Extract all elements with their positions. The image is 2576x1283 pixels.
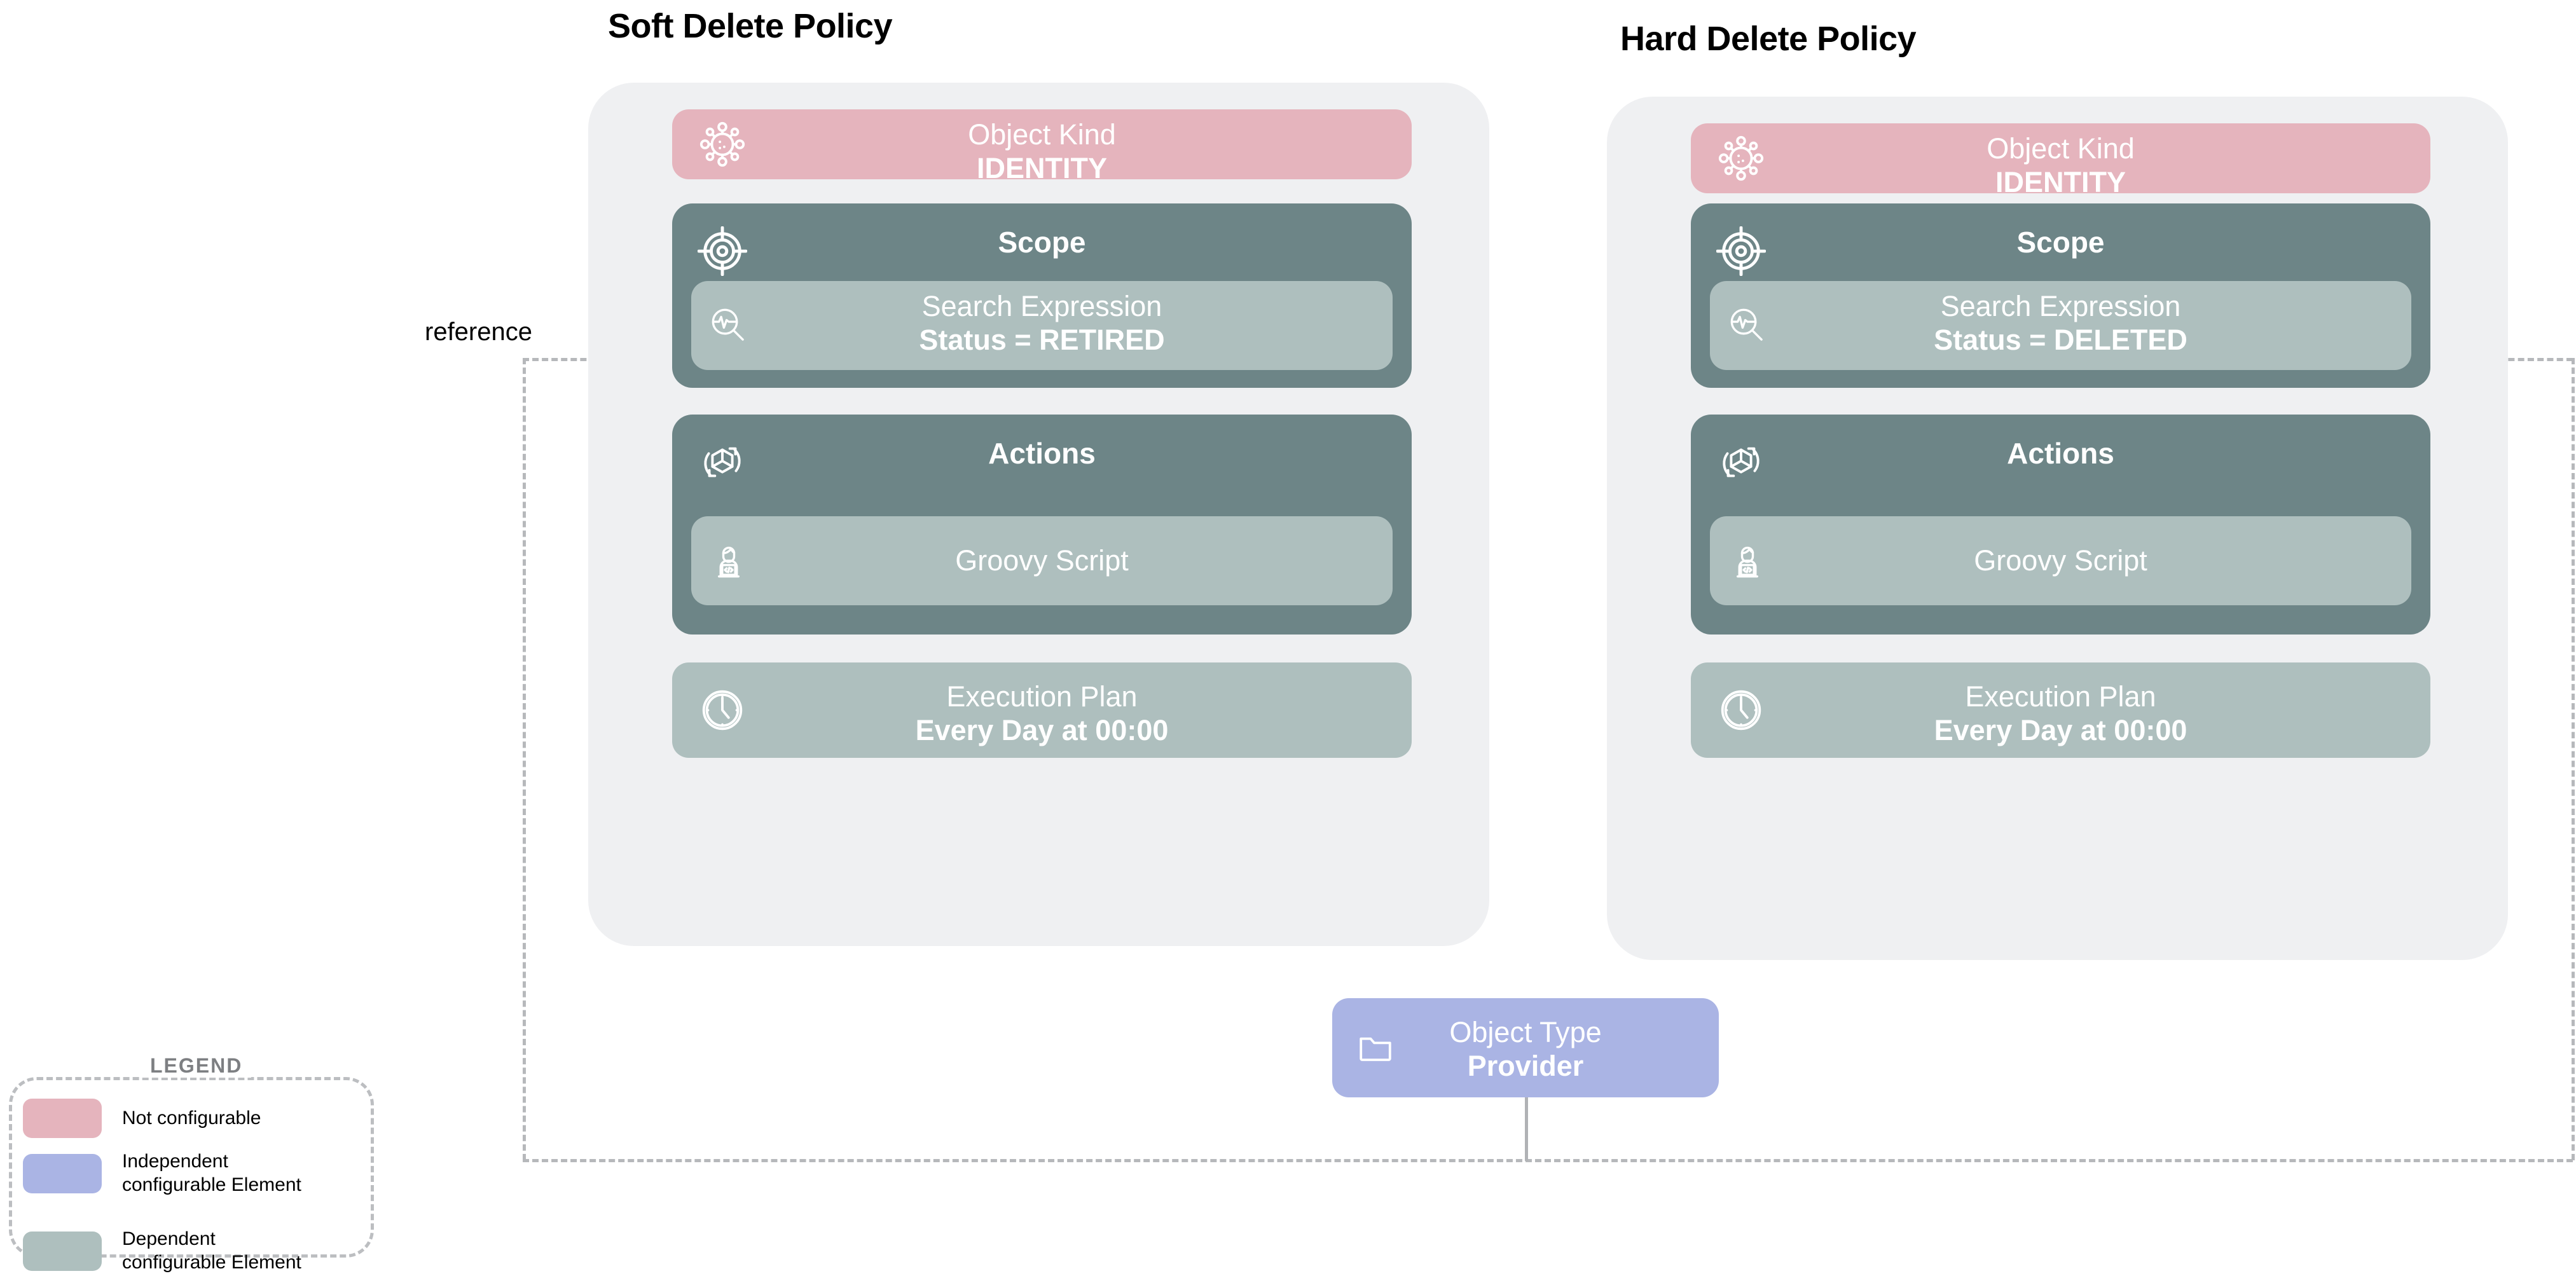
reference-line-right-vertical	[2572, 358, 2575, 1160]
scope-card-soft[interactable]: Scope Search Expression Status = RETIRED	[672, 203, 1412, 388]
reference-edge-label: reference	[425, 318, 532, 346]
execution-plan-value: Every Day at 00:00	[915, 713, 1169, 746]
policy-title-hard-delete: Hard Delete Policy	[1620, 20, 1917, 58]
policy-title-soft-delete: Soft Delete Policy	[608, 7, 893, 45]
object-kind-icon	[699, 121, 745, 167]
clock-icon	[702, 690, 743, 731]
search-pulse-icon	[712, 308, 744, 341]
cube-refresh-icon	[704, 447, 741, 477]
clock-icon	[1721, 690, 1761, 731]
reference-line-left-vertical	[523, 358, 526, 1160]
execution-plan-card-soft[interactable]: Execution Plan Every Day at 00:00	[672, 662, 1412, 758]
legend-label-not-configurable: Not configurable	[122, 1107, 261, 1129]
target-icon	[1716, 226, 1766, 276]
legend-label-dependent: Dependent configurable Element	[122, 1228, 301, 1273]
scope-heading: Scope	[2016, 226, 2105, 259]
search-expression-label: Search Expression	[921, 290, 1162, 322]
object-type-card[interactable]: Object Type Provider	[1332, 998, 1719, 1097]
developer-icon	[718, 546, 740, 578]
folder-icon	[1360, 1037, 1391, 1061]
object-type-connector-line	[1525, 1097, 1528, 1161]
cube-refresh-icon	[1723, 447, 1760, 477]
execution-plan-label: Execution Plan	[1965, 680, 2156, 713]
object-type-label: Object Type	[1449, 1016, 1602, 1048]
actions-card-hard[interactable]: Actions Groovy Script	[1691, 415, 2430, 635]
groovy-script-label: Groovy Script	[955, 544, 1129, 577]
actions-heading: Actions	[988, 437, 1096, 470]
legend-swatch-dependent	[23, 1231, 102, 1271]
search-pulse-icon	[1730, 308, 1763, 341]
target-icon	[698, 226, 747, 276]
object-kind-label: Object Kind	[1987, 132, 2135, 165]
developer-icon	[1737, 546, 1758, 578]
object-kind-label: Object Kind	[968, 118, 1116, 151]
execution-plan-value: Every Day at 00:00	[1934, 713, 2187, 746]
execution-plan-label: Execution Plan	[946, 680, 1138, 713]
object-type-value: Provider	[1467, 1049, 1584, 1082]
policy-panel-hard-delete: Object Kind IDENTITY Scope Search Expres…	[1607, 97, 2508, 960]
search-expression-value: Status = DELETED	[1934, 323, 2187, 356]
object-kind-icon	[1718, 135, 1764, 181]
legend-box	[9, 1077, 374, 1258]
search-expression-value: Status = RETIRED	[919, 323, 1165, 356]
legend-swatch-independent	[23, 1153, 102, 1193]
object-kind-value: IDENTITY	[976, 151, 1107, 184]
legend-item-not-configurable: Not configurable	[23, 1099, 261, 1138]
legend-item-independent: Independent configurable Element	[23, 1150, 301, 1197]
legend-item-dependent: Dependent configurable Element	[23, 1228, 301, 1274]
search-expression-card-soft[interactable]: Search Expression Status = RETIRED	[691, 281, 1393, 370]
search-expression-card-hard[interactable]: Search Expression Status = DELETED	[1710, 281, 2411, 370]
actions-card-soft[interactable]: Actions Groovy Script	[672, 415, 1412, 635]
object-kind-card-soft[interactable]: Object Kind IDENTITY	[672, 109, 1412, 184]
actions-heading: Actions	[2007, 437, 2114, 470]
legend-title: LEGEND	[141, 1054, 252, 1078]
groovy-script-card-hard[interactable]: Groovy Script	[1710, 516, 2411, 605]
object-kind-card-hard[interactable]: Object Kind IDENTITY	[1691, 123, 2430, 198]
groovy-script-card-soft[interactable]: Groovy Script	[691, 516, 1393, 605]
scope-heading: Scope	[998, 226, 1086, 259]
scope-card-hard[interactable]: Scope Search Expression Status = DELETED	[1691, 203, 2430, 388]
object-kind-value: IDENTITY	[1995, 165, 2126, 198]
execution-plan-card-hard[interactable]: Execution Plan Every Day at 00:00	[1691, 662, 2430, 758]
legend-swatch-not-configurable	[23, 1099, 102, 1138]
search-expression-label: Search Expression	[1940, 290, 2181, 322]
reference-line-bottom-horizontal	[523, 1159, 2573, 1162]
legend-label-independent: Independent configurable Element	[122, 1151, 301, 1195]
groovy-script-label: Groovy Script	[1974, 544, 2147, 577]
policy-panel-soft-delete: Object Kind IDENTITY Scope Search Expres…	[588, 83, 1489, 946]
